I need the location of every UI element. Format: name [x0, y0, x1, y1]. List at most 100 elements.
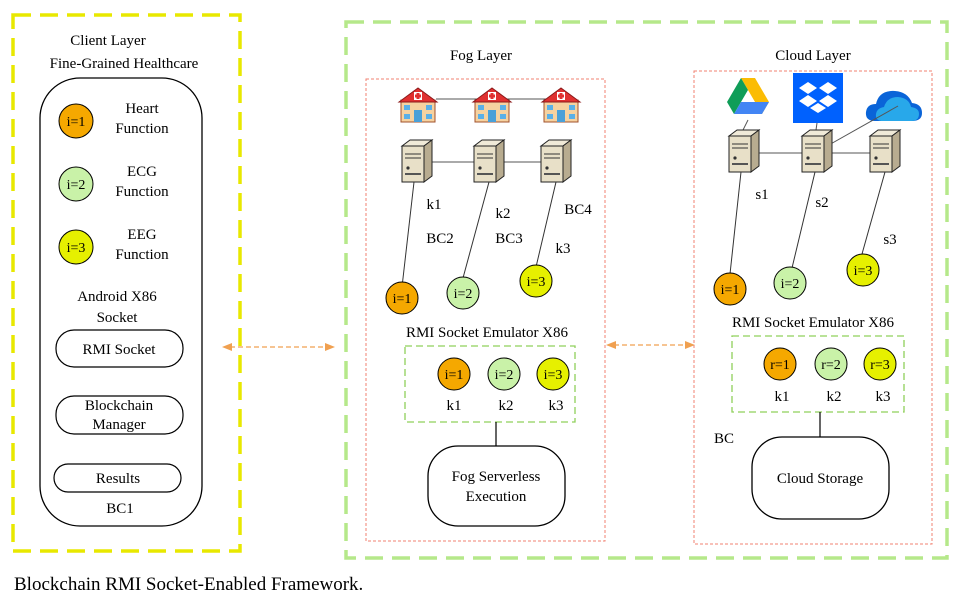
- fog-badge-label: i=2: [454, 287, 473, 302]
- results-box: [53, 463, 182, 493]
- fog-bc-label: BC4: [564, 202, 592, 218]
- eeg-badge: [58, 229, 94, 265]
- cloud-badge-1: [713, 272, 747, 306]
- ecg-function-label: ECG: [127, 164, 157, 180]
- cloud-server-label: s3: [883, 232, 896, 248]
- heart-function: i=1 Heart Function: [58, 101, 169, 139]
- fog-server-icon: [401, 139, 433, 183]
- fog-inner-badge-2: [487, 357, 521, 391]
- fog-inner-label: k2: [499, 398, 514, 414]
- fog-emulator-box: [404, 345, 576, 423]
- client-layer-border: [11, 13, 242, 553]
- fog-badge-3: [519, 264, 553, 298]
- client-fog-arrow: [222, 343, 335, 351]
- blockchain-manager-label: Blockchain: [85, 398, 154, 414]
- fog-inner-label: k1: [447, 398, 462, 414]
- fog-layer-title: Fog Layer: [450, 48, 512, 64]
- hospital-icon: [472, 87, 512, 123]
- cloud-emulator-label: RMI Socket Emulator X86: [732, 315, 895, 331]
- ecg-badge: [58, 166, 94, 202]
- eeg-function-label-2: Function: [115, 247, 169, 263]
- blockchain-manager-box: [55, 395, 184, 435]
- cloud-inner-badge-2: [814, 347, 848, 381]
- cloud-inner-label: k3: [876, 389, 891, 405]
- heart-function-label-2: Function: [115, 121, 169, 137]
- cloud-inner-label: k2: [827, 389, 842, 405]
- fog-inner-badge-1: [437, 357, 471, 391]
- eeg-badge-label: i=3: [67, 241, 86, 256]
- figure-caption: Blockchain RMI Socket-Enabled Framework.: [14, 574, 363, 595]
- cloud-inner-badge-label: r=3: [870, 358, 890, 373]
- cloud-server-icon: [869, 129, 901, 173]
- android-socket-label-2: Socket: [97, 310, 139, 326]
- fog-badge-2: [446, 276, 480, 310]
- fog-serverless-label: Fog Serverless: [452, 469, 541, 485]
- android-socket-label: Android X86: [77, 289, 157, 305]
- client-layer-title: Client Layer: [70, 33, 145, 49]
- results-label: Results: [96, 471, 140, 487]
- cloud-storage-box: [751, 436, 890, 520]
- ecg-badge-label: i=2: [67, 178, 86, 193]
- fog-serverless-label-2: Execution: [466, 489, 527, 505]
- fog-inner-badge-label: i=2: [495, 368, 514, 383]
- cloud-inner-badge-label: r=2: [821, 358, 841, 373]
- cloud-server-icon: [728, 129, 760, 173]
- fog-cloud-arrow: [606, 341, 695, 349]
- fog-layer-box: [365, 78, 606, 542]
- heart-function-label: Heart: [125, 101, 159, 117]
- fog-node-label: k1: [427, 197, 442, 213]
- fog-badge-label: i=1: [393, 292, 412, 307]
- cloud-inner-badge-label: r=1: [770, 358, 790, 373]
- cloud-storage-label: Cloud Storage: [777, 471, 864, 487]
- fog-inner-badge-3: [536, 357, 570, 391]
- fog-inner-badge-label: i=1: [445, 368, 464, 383]
- cloud-server-label: s2: [815, 195, 828, 211]
- client-layer: Client Layer Fine-Grained Healthcare i=1…: [11, 13, 242, 553]
- cloud-inner-label: k1: [775, 389, 790, 405]
- fog-bc-label: BC3: [495, 231, 523, 247]
- cloud-badge-label: i=3: [854, 264, 873, 279]
- cloud-badge-2: [773, 266, 807, 300]
- onedrive-icon: [865, 90, 922, 121]
- hospital-icon: [541, 87, 581, 123]
- ecg-function-label-2: Function: [115, 184, 169, 200]
- cloud-server-label: s1: [755, 187, 768, 203]
- cloud-badge-3: [846, 253, 880, 287]
- cloud-bc-label: BC: [714, 431, 734, 447]
- eeg-function-label: EEG: [127, 227, 156, 243]
- fog-bc-label: BC2: [426, 231, 454, 247]
- fog-cloud-border: [344, 20, 949, 560]
- ecg-function: i=2 ECG Function: [58, 164, 169, 202]
- google-drive-icon: [727, 78, 769, 114]
- cloud-badge-label: i=2: [781, 277, 800, 292]
- cloud-layer-box: [693, 70, 933, 545]
- fog-node-label: k3: [556, 241, 571, 257]
- dropbox-icon: [793, 73, 843, 123]
- cloud-server-icon: [801, 129, 833, 173]
- fog-inner-badge-label: i=3: [544, 368, 563, 383]
- fog-emulator-label: RMI Socket Emulator X86: [406, 325, 569, 341]
- cloud-layer: Cloud Layer s1 s2 s3: [693, 48, 933, 545]
- cloud-inner-badge-3: [863, 347, 897, 381]
- fog-serverless-box: [427, 445, 566, 527]
- heart-badge-label: i=1: [67, 115, 86, 130]
- cloud-inner-badge-1: [763, 347, 797, 381]
- fog-badge-1: [385, 281, 419, 315]
- cloud-emulator-box: [731, 335, 905, 413]
- cloud-layer-title: Cloud Layer: [775, 48, 850, 64]
- fog-node-label: k2: [496, 206, 511, 222]
- fog-server-icon: [540, 139, 572, 183]
- heart-badge: [58, 103, 94, 139]
- cloud-badge-label: i=1: [721, 283, 740, 298]
- fog-server-icon: [473, 139, 505, 183]
- fog-inner-label: k3: [549, 398, 564, 414]
- hospital-icon: [398, 87, 438, 123]
- rmi-socket-box: [55, 329, 184, 368]
- bc1-label: BC1: [106, 501, 134, 517]
- rmi-socket-label: RMI Socket: [83, 342, 157, 358]
- fog-badge-label: i=3: [527, 275, 546, 290]
- client-layer-subtitle: Fine-Grained Healthcare: [50, 56, 199, 72]
- blockchain-manager-label-2: Manager: [92, 417, 145, 433]
- fog-layer: Fog Layer k1 k2 k3 BC2 BC3 BC4 i=1 i=2 i…: [365, 48, 606, 542]
